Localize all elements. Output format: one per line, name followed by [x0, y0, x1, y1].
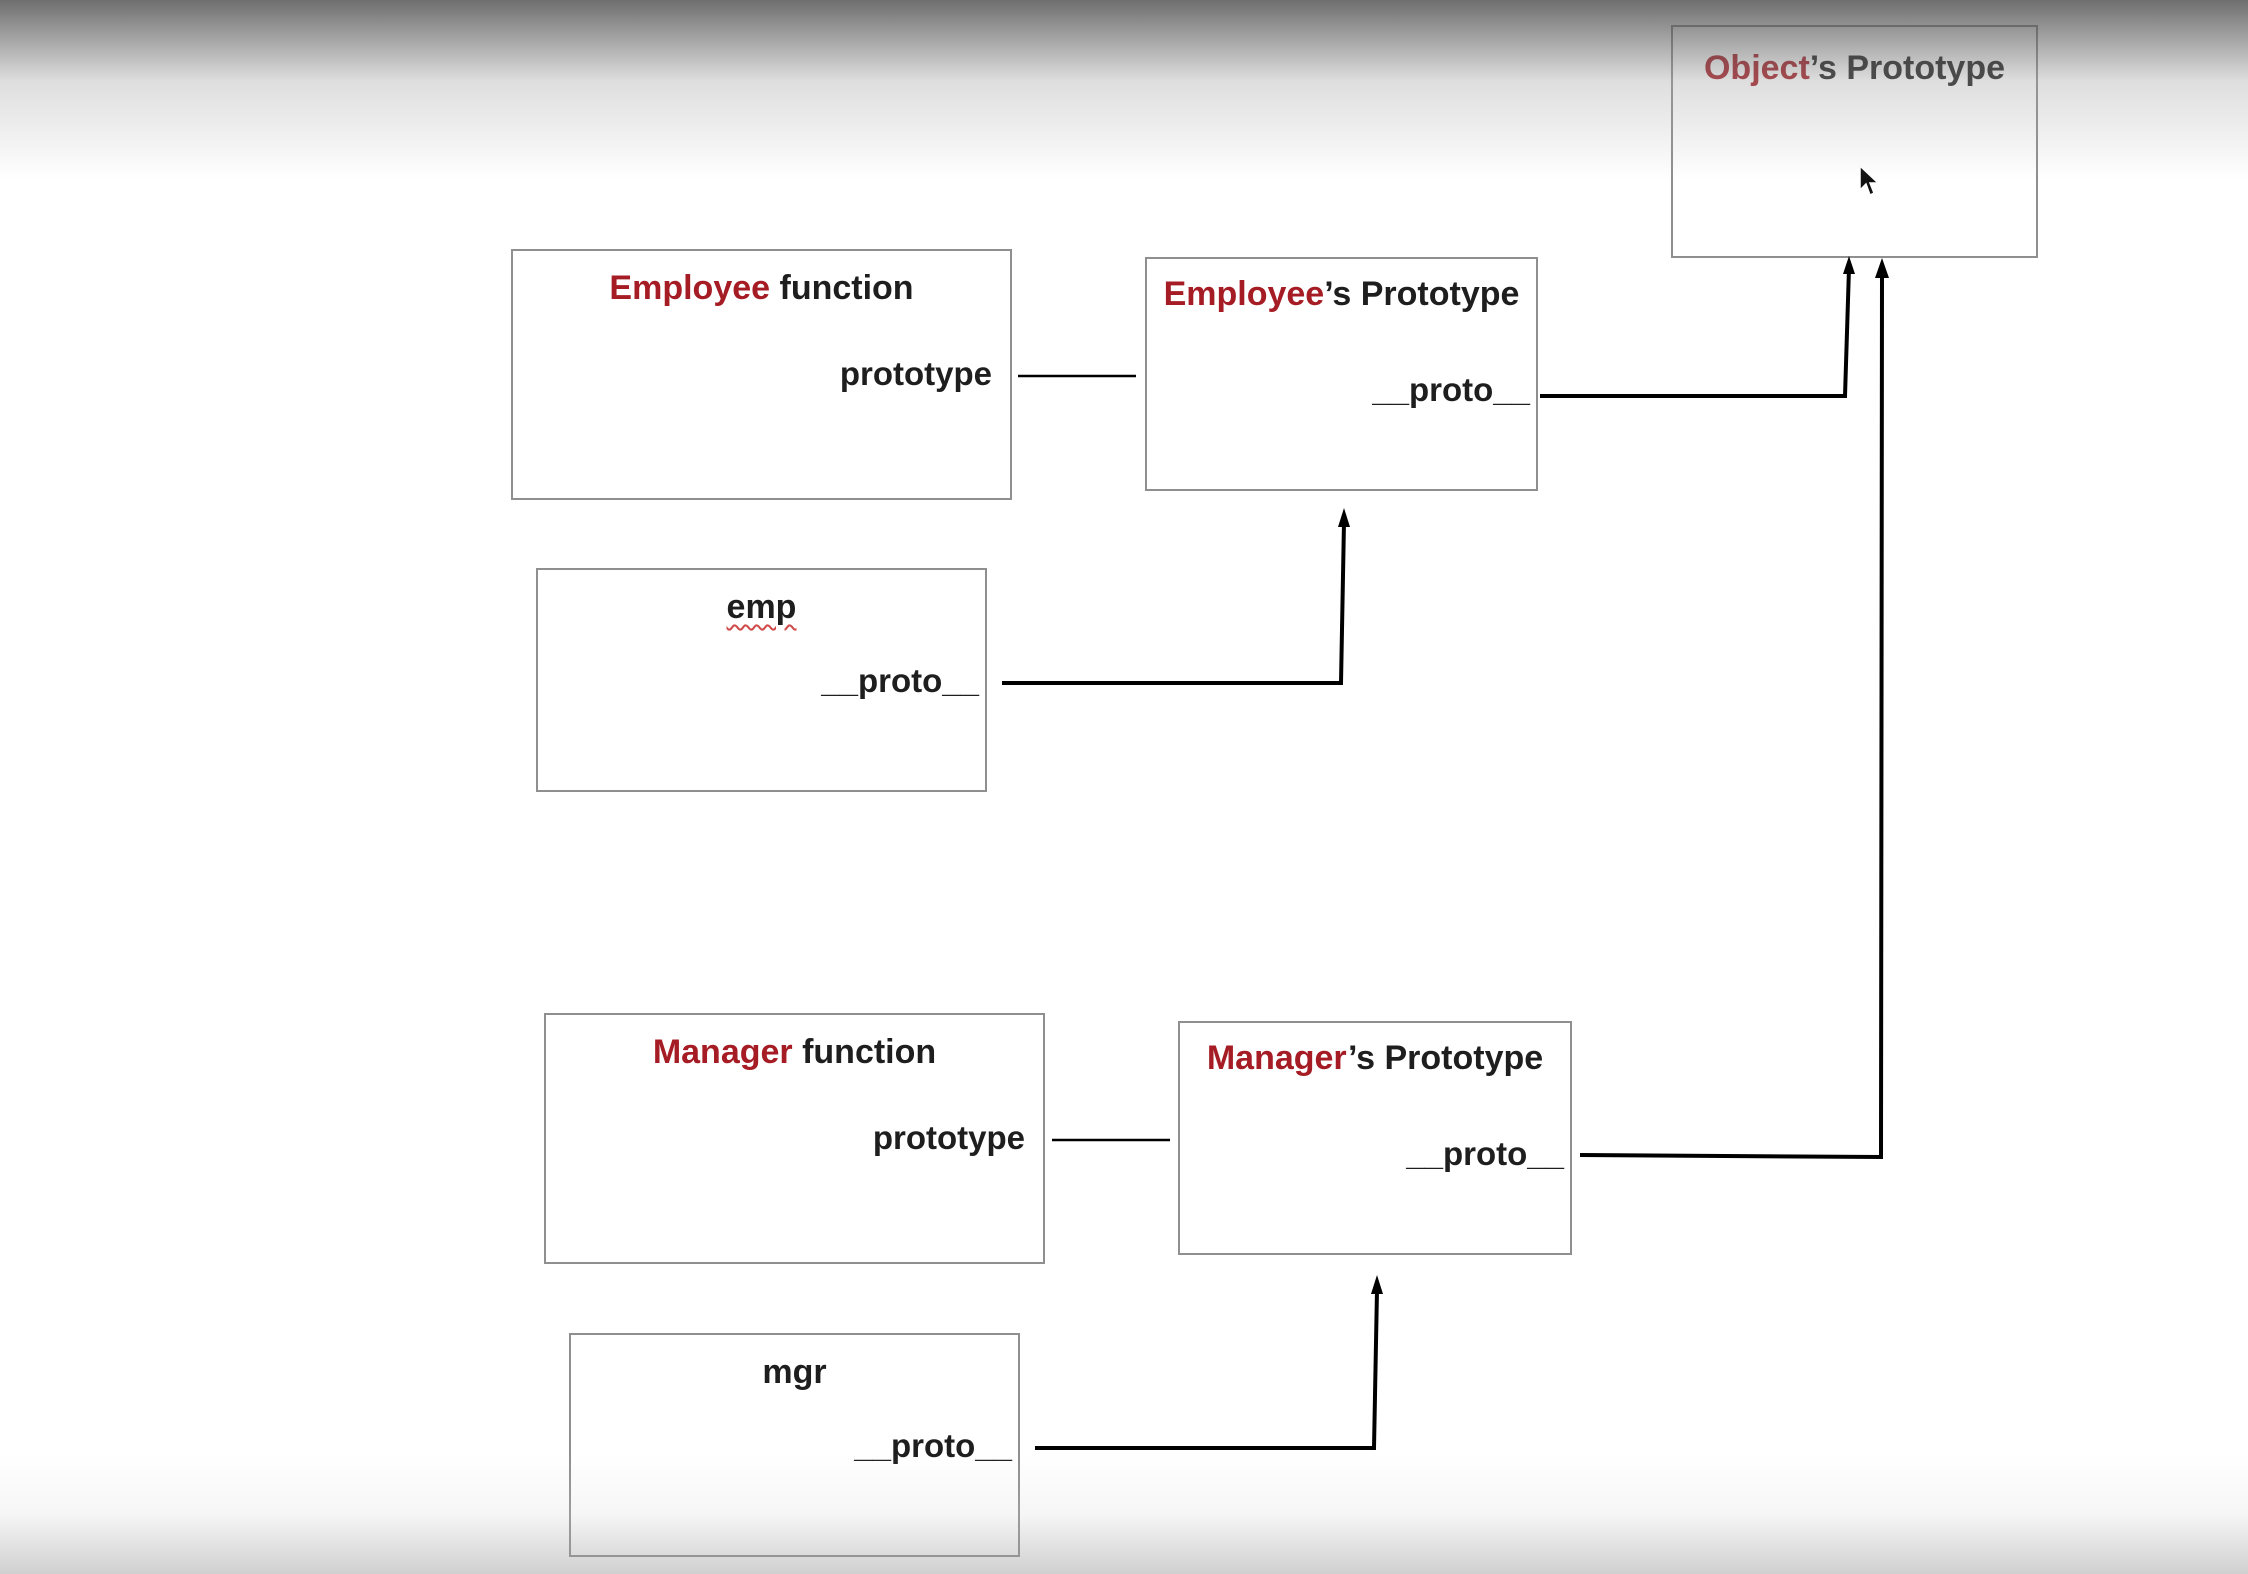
mgr-title-text: mgr	[762, 1353, 827, 1391]
employee-function-title-rest: function	[770, 269, 914, 307]
employee-function-prototype-field: prototype	[839, 355, 992, 392]
employee-function-title-highlight: Employee	[609, 269, 771, 307]
emp-proto-arrow	[1002, 521, 1346, 685]
manager-function-box: Manager function prototype	[544, 1013, 1045, 1264]
employee-prototype-title-highlight: Employee	[1163, 275, 1325, 313]
emp-proto-arrowhead	[1338, 508, 1350, 527]
manager-prototype-proto-arrowhead	[1875, 258, 1889, 278]
mgr-proto-field: __proto__	[854, 1427, 1012, 1464]
mgr-title: mgr	[571, 1353, 1018, 1392]
employee-prototype-title-rest: ’s Prototype	[1324, 275, 1520, 313]
emp-title: emp	[538, 588, 985, 627]
mgr-proto-arrow	[1035, 1289, 1379, 1450]
manager-function-title: Manager function	[546, 1033, 1043, 1072]
emp-box: emp __proto__	[536, 568, 987, 792]
manager-prototype-title: Manager’s Prototype	[1180, 1039, 1570, 1078]
emp-proto-field: __proto__	[821, 662, 979, 699]
employee-prototype-proto-arrow	[1540, 267, 1851, 398]
employee-prototype-title: Employee’s Prototype	[1147, 275, 1536, 314]
manager-function-title-highlight: Manager	[652, 1033, 793, 1071]
manager-function-prototype-field: prototype	[872, 1119, 1025, 1156]
manager-function-title-rest: function	[792, 1033, 937, 1071]
mgr-box: mgr __proto__	[569, 1333, 1020, 1557]
employee-function-title: Employee function	[513, 269, 1010, 308]
mouse-cursor-icon	[1859, 164, 1880, 197]
manager-prototype-proto-arrow	[1579, 271, 1884, 1160]
employee-function-box: Employee function prototype	[511, 249, 1012, 500]
employee-prototype-proto-arrowhead	[1843, 256, 1855, 274]
mgr-proto-arrowhead	[1371, 1275, 1383, 1294]
employee-prototype-proto-field: __proto__	[1372, 371, 1530, 408]
manager-prototype-title-highlight: Manager	[1206, 1039, 1348, 1077]
manager-prototype-title-rest: ’s Prototype	[1347, 1039, 1544, 1077]
manager-prototype-box: Manager’s Prototype __proto__	[1178, 1021, 1572, 1255]
manager-prototype-proto-field: __proto__	[1406, 1135, 1564, 1172]
employee-prototype-box: Employee’s Prototype __proto__	[1145, 257, 1538, 491]
emp-title-text: emp	[726, 588, 797, 626]
